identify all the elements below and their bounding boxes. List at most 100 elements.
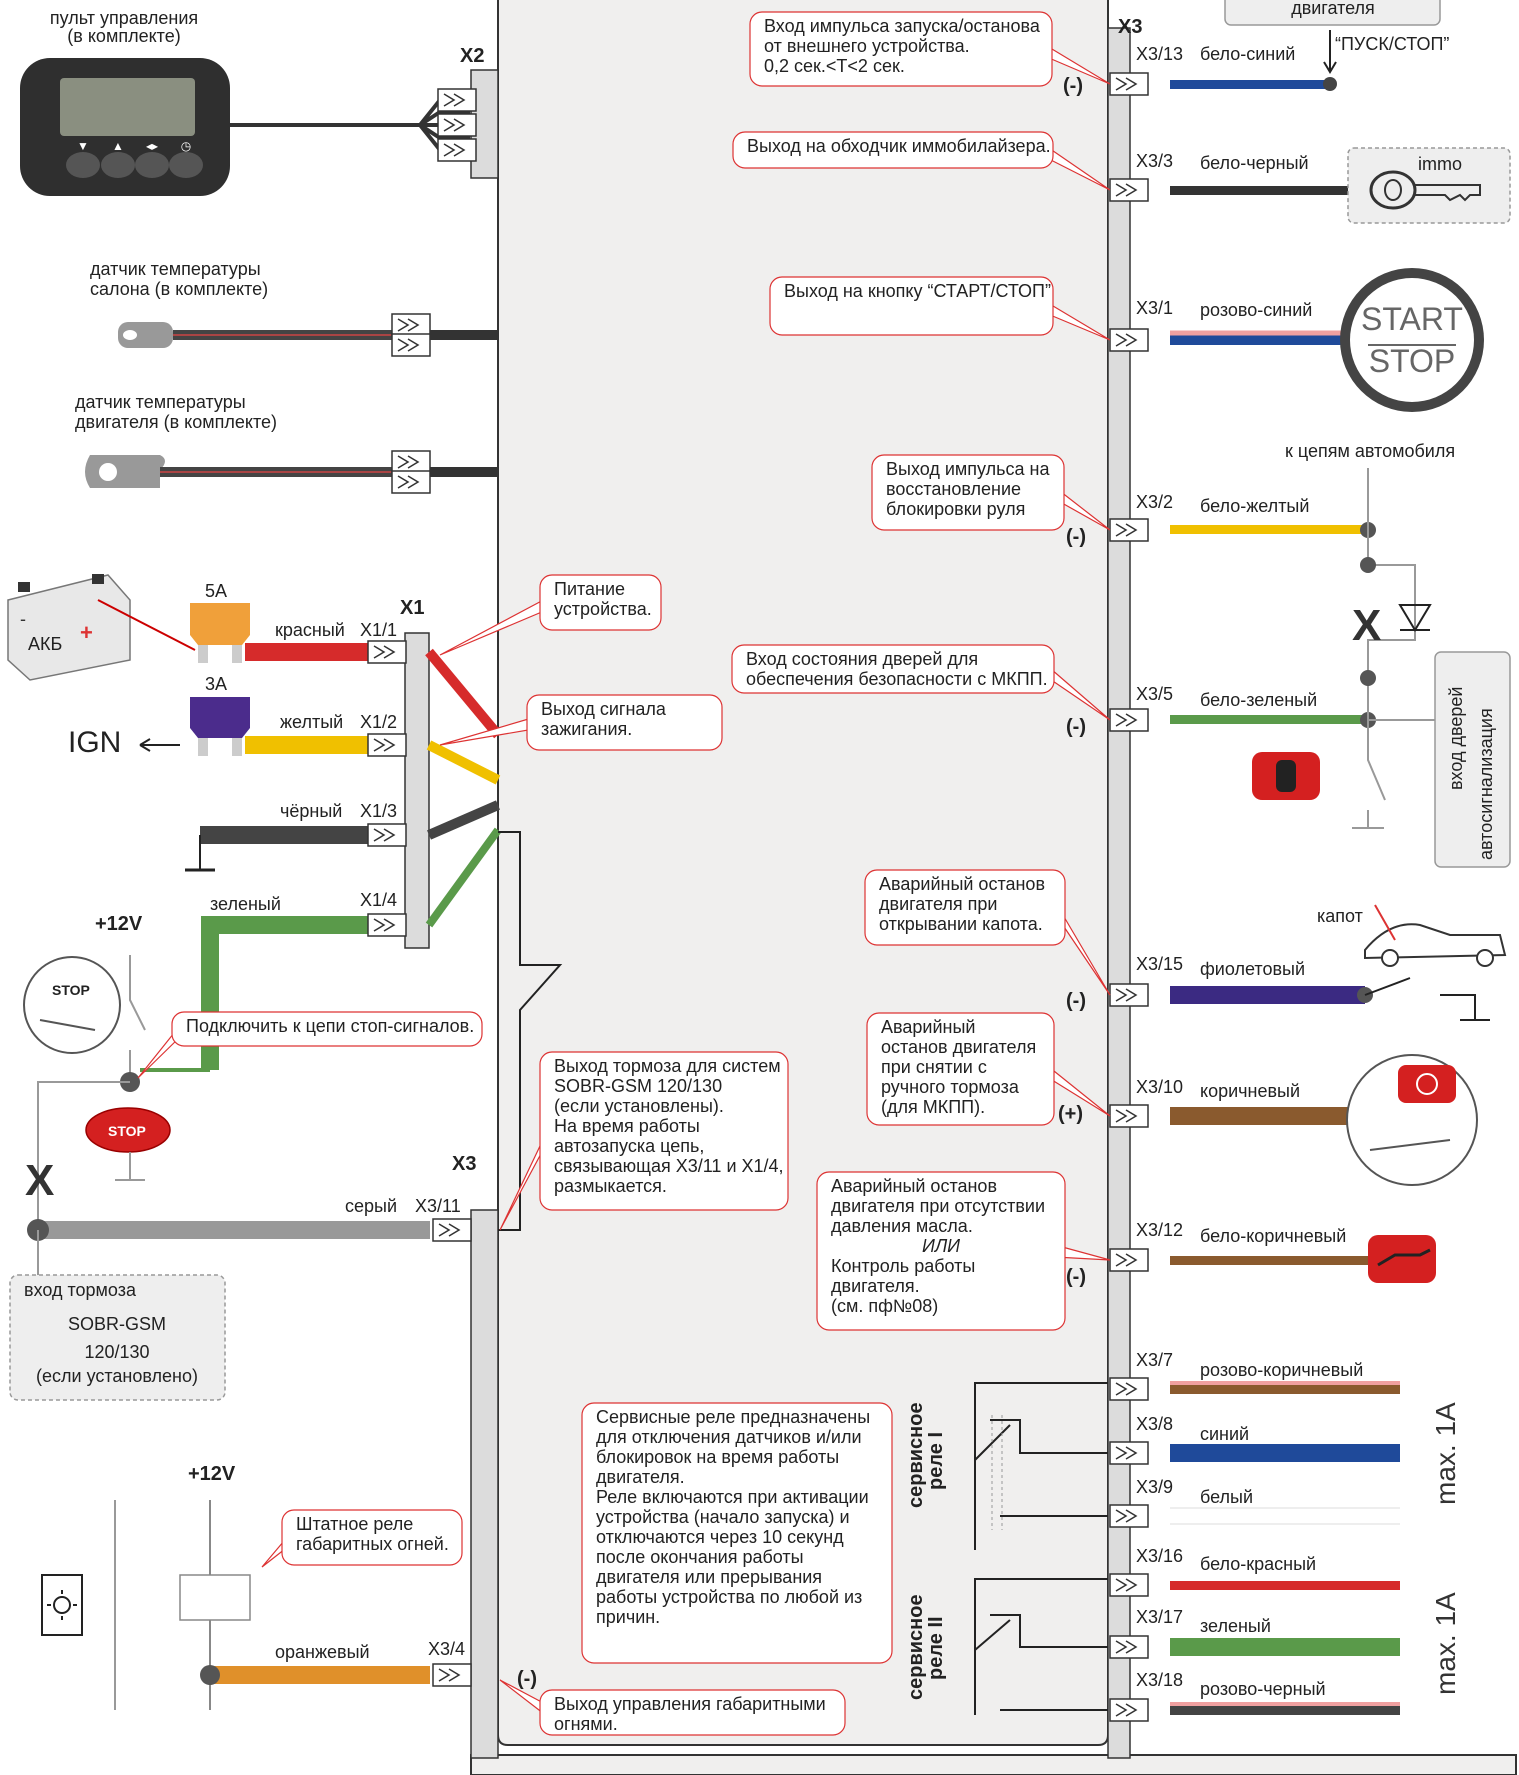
- max-current-1: max. 1A: [1430, 1402, 1461, 1505]
- key-icon: [1369, 170, 1481, 210]
- x3-15-pin: X3/15: [1136, 954, 1183, 974]
- callout-c1-line: 0,2 сек.<T<2 сек.: [764, 56, 905, 76]
- x1-connector-strip: [404, 632, 430, 949]
- callout-c4-line: Выход импульса на: [886, 459, 1050, 479]
- x3-13-polarity: (-): [1063, 75, 1083, 97]
- callout-c13-line: блокировок на время работы: [596, 1447, 839, 1467]
- callout-c1-line: от внешнего устройства.: [764, 36, 970, 56]
- x1-2-color: желтый: [280, 712, 343, 732]
- parking-wire-color: оранжевый: [275, 1642, 370, 1662]
- alarm-label-2: автосигнализация: [1476, 708, 1496, 860]
- parking-plug: [432, 1663, 472, 1687]
- start-stop-arrow-icon: [1323, 30, 1337, 74]
- engine-external-box: [1224, 0, 1441, 26]
- hood-switch: [1364, 977, 1490, 1021]
- x3-5-polarity: (-): [1066, 716, 1086, 738]
- cabin-sensor-label-1: датчик температуры: [90, 259, 261, 279]
- handbrake-icon: [1346, 1054, 1478, 1186]
- callout-c13-line: устройства (начало запуска) и: [596, 1507, 850, 1527]
- x3-7-color: розово-коричневый: [1200, 1360, 1363, 1380]
- callout-c10-line: Аварийный: [881, 1017, 975, 1037]
- callout-c11-line: На время работы: [554, 1116, 700, 1136]
- engine-sensor-icon: [85, 455, 165, 488]
- brake-internal-switch: [498, 831, 563, 1231]
- x3-2-pin: X3/2: [1136, 492, 1173, 512]
- stop-pedal-icon: STOP: [23, 956, 121, 1054]
- x1-3-color: чёрный: [280, 801, 342, 821]
- x3-3-color: бело-черный: [1200, 153, 1309, 173]
- x1-1-pin: X1/1: [360, 620, 397, 640]
- plus12-bottom-label: +12V: [188, 1463, 236, 1485]
- fuse-3a-icon: [190, 697, 250, 756]
- callout-c14-line: габаритных огней.: [296, 1534, 449, 1554]
- ground-icon: [185, 835, 215, 872]
- cabin-sensor-plug: [391, 313, 431, 357]
- x3-9-color: белый: [1200, 1487, 1253, 1507]
- callout-c11-line: размыкается.: [554, 1176, 667, 1196]
- x3-2-polarity: (-): [1066, 526, 1086, 548]
- engine-box-label: двигателя: [1291, 0, 1375, 18]
- start-stop-quote: “ПУСК/СТОП”: [1335, 34, 1449, 54]
- callout-c10-line: при снятии с: [881, 1057, 987, 1077]
- cross-right: X: [1352, 601, 1381, 650]
- callout-c7-line: зажигания.: [541, 719, 632, 739]
- max-current-2: max. 1A: [1430, 1592, 1461, 1695]
- callout-c6-line: Вход состояния дверей для: [746, 649, 978, 669]
- x3-2-color: бело-желтый: [1200, 496, 1309, 516]
- x1-2-pin: X1/2: [360, 712, 397, 732]
- x1-label: X1: [400, 597, 424, 619]
- main-unit-base: [470, 1754, 1517, 1775]
- callout-c9-line: Подключить к цепи стоп-сигналов.: [186, 1016, 474, 1036]
- callout-c13-line: Сервисные реле предназначены: [596, 1407, 870, 1427]
- callout-c12-line: давления масла.: [831, 1216, 973, 1236]
- relay2-label-2: реле II: [925, 1616, 947, 1680]
- svg-text:+: +: [80, 620, 93, 645]
- callout-c3: Выход на кнопку “СТАРТ/СТОП”: [769, 276, 1111, 341]
- callout-c2-line: Выход на обходчик иммобилайзера.: [747, 136, 1051, 156]
- brake-box-line-2: SOBR-GSM: [68, 1314, 166, 1334]
- x3-12-pin: X3/12: [1136, 1220, 1183, 1240]
- fuse-5a-label: 5A: [205, 581, 227, 601]
- callout-c15-line: огнями.: [554, 1714, 618, 1734]
- x3-15-color: фиолетовый: [1200, 959, 1305, 979]
- brake-box-line-1: вход тормоза: [24, 1280, 137, 1300]
- brake-plug: [432, 1218, 472, 1242]
- x3-18-color: розово-черный: [1200, 1679, 1326, 1699]
- x3-10-pin: X3/10: [1136, 1077, 1183, 1097]
- x3-16-color: бело-красный: [1200, 1554, 1316, 1574]
- x3-connector-strip: [1107, 27, 1131, 1759]
- cross-left: X: [25, 1156, 54, 1205]
- x3-12-polarity: (-): [1066, 1266, 1086, 1288]
- door-circuit: [1352, 468, 1435, 829]
- brake-pin: X3/11: [415, 1196, 461, 1216]
- alarm-box: [1434, 651, 1511, 868]
- callout-c4: Выход импульса навосстановлениеблокировк…: [871, 454, 1111, 531]
- x3-10-color: коричневый: [1200, 1081, 1300, 1101]
- stop-lamp-icon: STOP: [85, 1107, 171, 1153]
- callout-c12-line: ИЛИ: [922, 1236, 960, 1256]
- callout-c12-line: Аварийный останов: [831, 1176, 997, 1196]
- x3-17-color: зеленый: [1200, 1616, 1271, 1636]
- svg-text:▼: ▼: [77, 139, 89, 153]
- svg-text:STOP: STOP: [1369, 343, 1456, 379]
- callout-c13-line: для отключения датчиков и/или: [596, 1427, 862, 1447]
- callout-c6-line: обеспечения безопасности с МКПП.: [746, 669, 1048, 689]
- battery-label: АКБ: [28, 634, 62, 654]
- x3-9-pin: X3/9: [1136, 1477, 1173, 1497]
- battery-wire: [97, 599, 196, 651]
- callout-c8-line: двигателя при: [879, 894, 997, 914]
- x3-17-pin: X3/17: [1136, 1607, 1183, 1627]
- callout-c11-line: Выход тормоза для систем: [554, 1056, 781, 1076]
- engine-sensor-plug: [391, 450, 431, 494]
- battery-icon: + -: [7, 574, 131, 681]
- callout-c5-line: Питание: [554, 579, 625, 599]
- x3-1-pin: X3/1: [1136, 298, 1173, 318]
- callout-c13-line: Реле включаются при активации: [596, 1487, 869, 1507]
